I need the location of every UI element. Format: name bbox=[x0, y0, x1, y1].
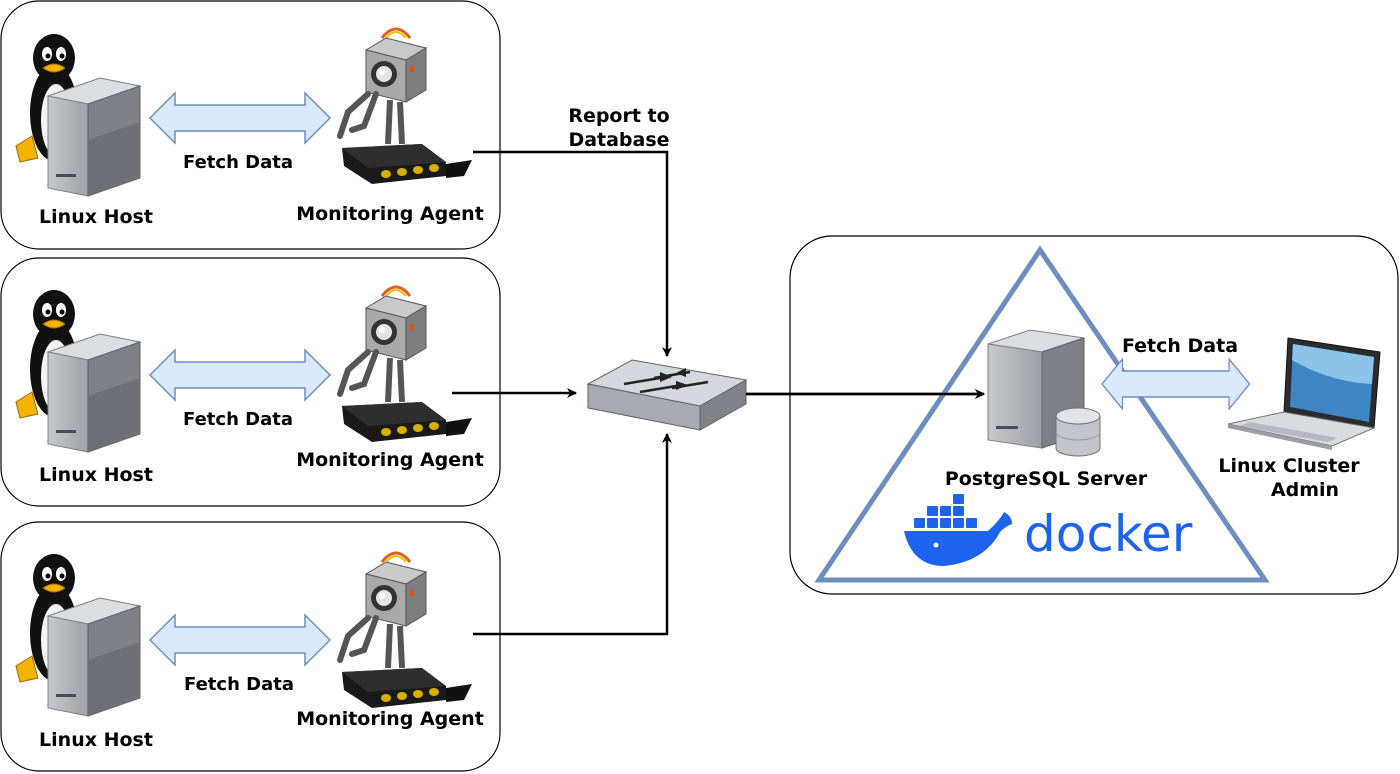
network-switch-icon bbox=[586, 359, 748, 431]
host-label: Linux Host bbox=[39, 729, 153, 751]
db-server-icon bbox=[987, 329, 1101, 457]
host-group-1: Linux Host Fetch Data Monitoring Agent bbox=[0, 0, 501, 250]
db-server-label: PostgreSQL Server bbox=[945, 468, 1148, 490]
host-label: Linux Host bbox=[39, 464, 153, 486]
fetch-data-label: Fetch Data bbox=[1122, 335, 1238, 357]
docker-wordmark: docker bbox=[1024, 505, 1193, 563]
fetch-data-label: Fetch Data bbox=[183, 152, 293, 173]
fetch-data-label: Fetch Data bbox=[183, 409, 293, 430]
report-label-line1: Report to bbox=[568, 105, 669, 127]
host-label: Linux Host bbox=[39, 206, 153, 228]
laptop-icon bbox=[1227, 337, 1381, 450]
connector-host1-to-switch bbox=[473, 150, 672, 357]
server-icon bbox=[47, 333, 141, 453]
host-group-3: Linux Host Fetch Data Monitoring Agent bbox=[0, 521, 501, 772]
server-icon bbox=[47, 597, 141, 717]
admin-label-line1: Linux Cluster bbox=[1218, 455, 1360, 477]
fetch-data-arrow bbox=[1101, 358, 1251, 410]
agent-label: Monitoring Agent bbox=[296, 708, 484, 730]
report-label-line2: Database bbox=[568, 129, 669, 151]
docker-logo: docker bbox=[904, 494, 1193, 566]
db-cluster-frame bbox=[789, 235, 1399, 595]
report-connectors: Report to Database bbox=[452, 105, 672, 636]
fetch-data-label: Fetch Data bbox=[184, 674, 294, 695]
db-cluster-group: PostgreSQL Server Fetch Data Linux Clust… bbox=[746, 235, 1399, 595]
connector-host3-to-switch bbox=[473, 433, 672, 636]
agent-label: Monitoring Agent bbox=[296, 449, 484, 471]
docker-container-triangle bbox=[814, 245, 1270, 583]
agent-label: Monitoring Agent bbox=[296, 203, 484, 225]
server-icon bbox=[47, 77, 141, 197]
host-group-2: Linux Host Fetch Data Monitoring Agent bbox=[0, 257, 501, 507]
admin-label-line2: Admin bbox=[1271, 479, 1339, 501]
